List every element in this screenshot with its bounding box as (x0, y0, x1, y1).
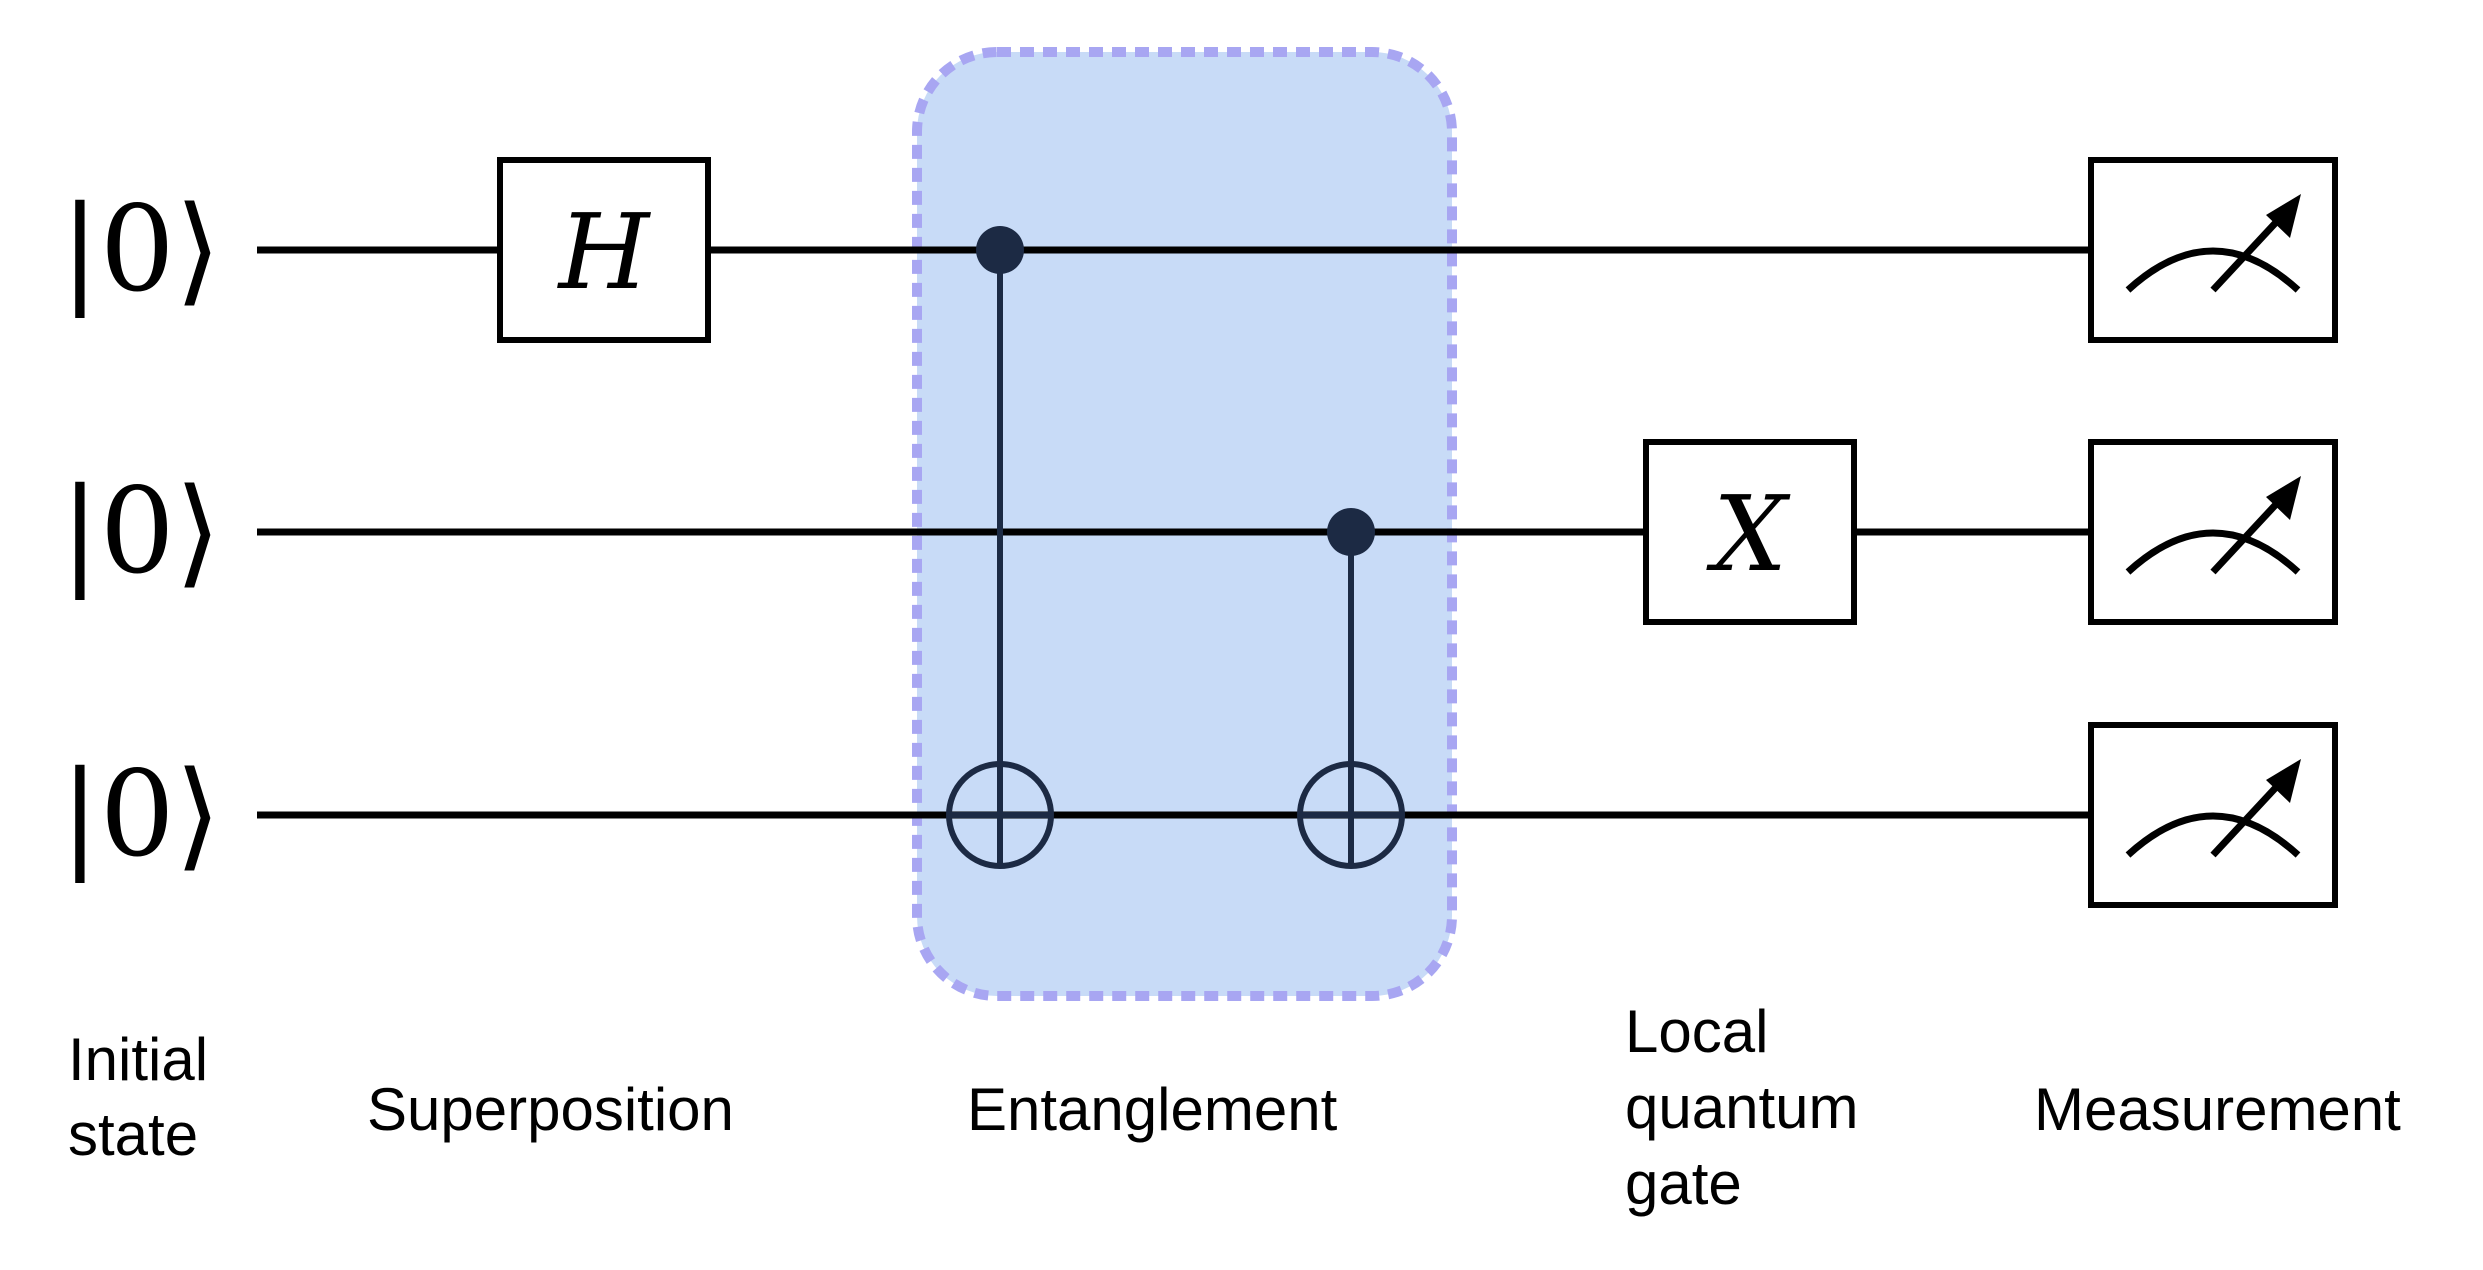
meter-icon (2125, 529, 2301, 575)
measurement-meter-2 (2088, 439, 2338, 625)
meter-icon (2125, 812, 2301, 858)
initial-state-ket-1: |0⟩ (60, 180, 221, 318)
control-dot (976, 226, 1024, 274)
measurement-meter-1 (2088, 157, 2338, 343)
stage-label-local-gate: Local quantum gate (1625, 998, 1875, 1217)
stage-label-superposition: Superposition (367, 1076, 734, 1143)
initial-state-ket-2: |0⟩ (60, 462, 221, 600)
meter-icon (2125, 247, 2301, 293)
pauli-x-gate: X (1643, 439, 1857, 625)
control-dot (1327, 508, 1375, 556)
initial-state-ket-3: |0⟩ (60, 745, 221, 883)
hadamard-gate-label: H (557, 191, 652, 313)
cnot-gate-2 (1297, 508, 1405, 869)
cnot-gate-1 (946, 226, 1054, 869)
pauli-x-gate-label: X (1706, 473, 1791, 595)
hadamard-gate: H (497, 157, 711, 343)
entanglement-region (912, 47, 1457, 1001)
stage-label-entanglement: Entanglement (967, 1076, 1338, 1143)
stage-label-initial-state: Initial state (68, 1026, 225, 1168)
stage-label-measurement: Measurement (2034, 1076, 2401, 1143)
measurement-meter-3 (2088, 722, 2338, 908)
